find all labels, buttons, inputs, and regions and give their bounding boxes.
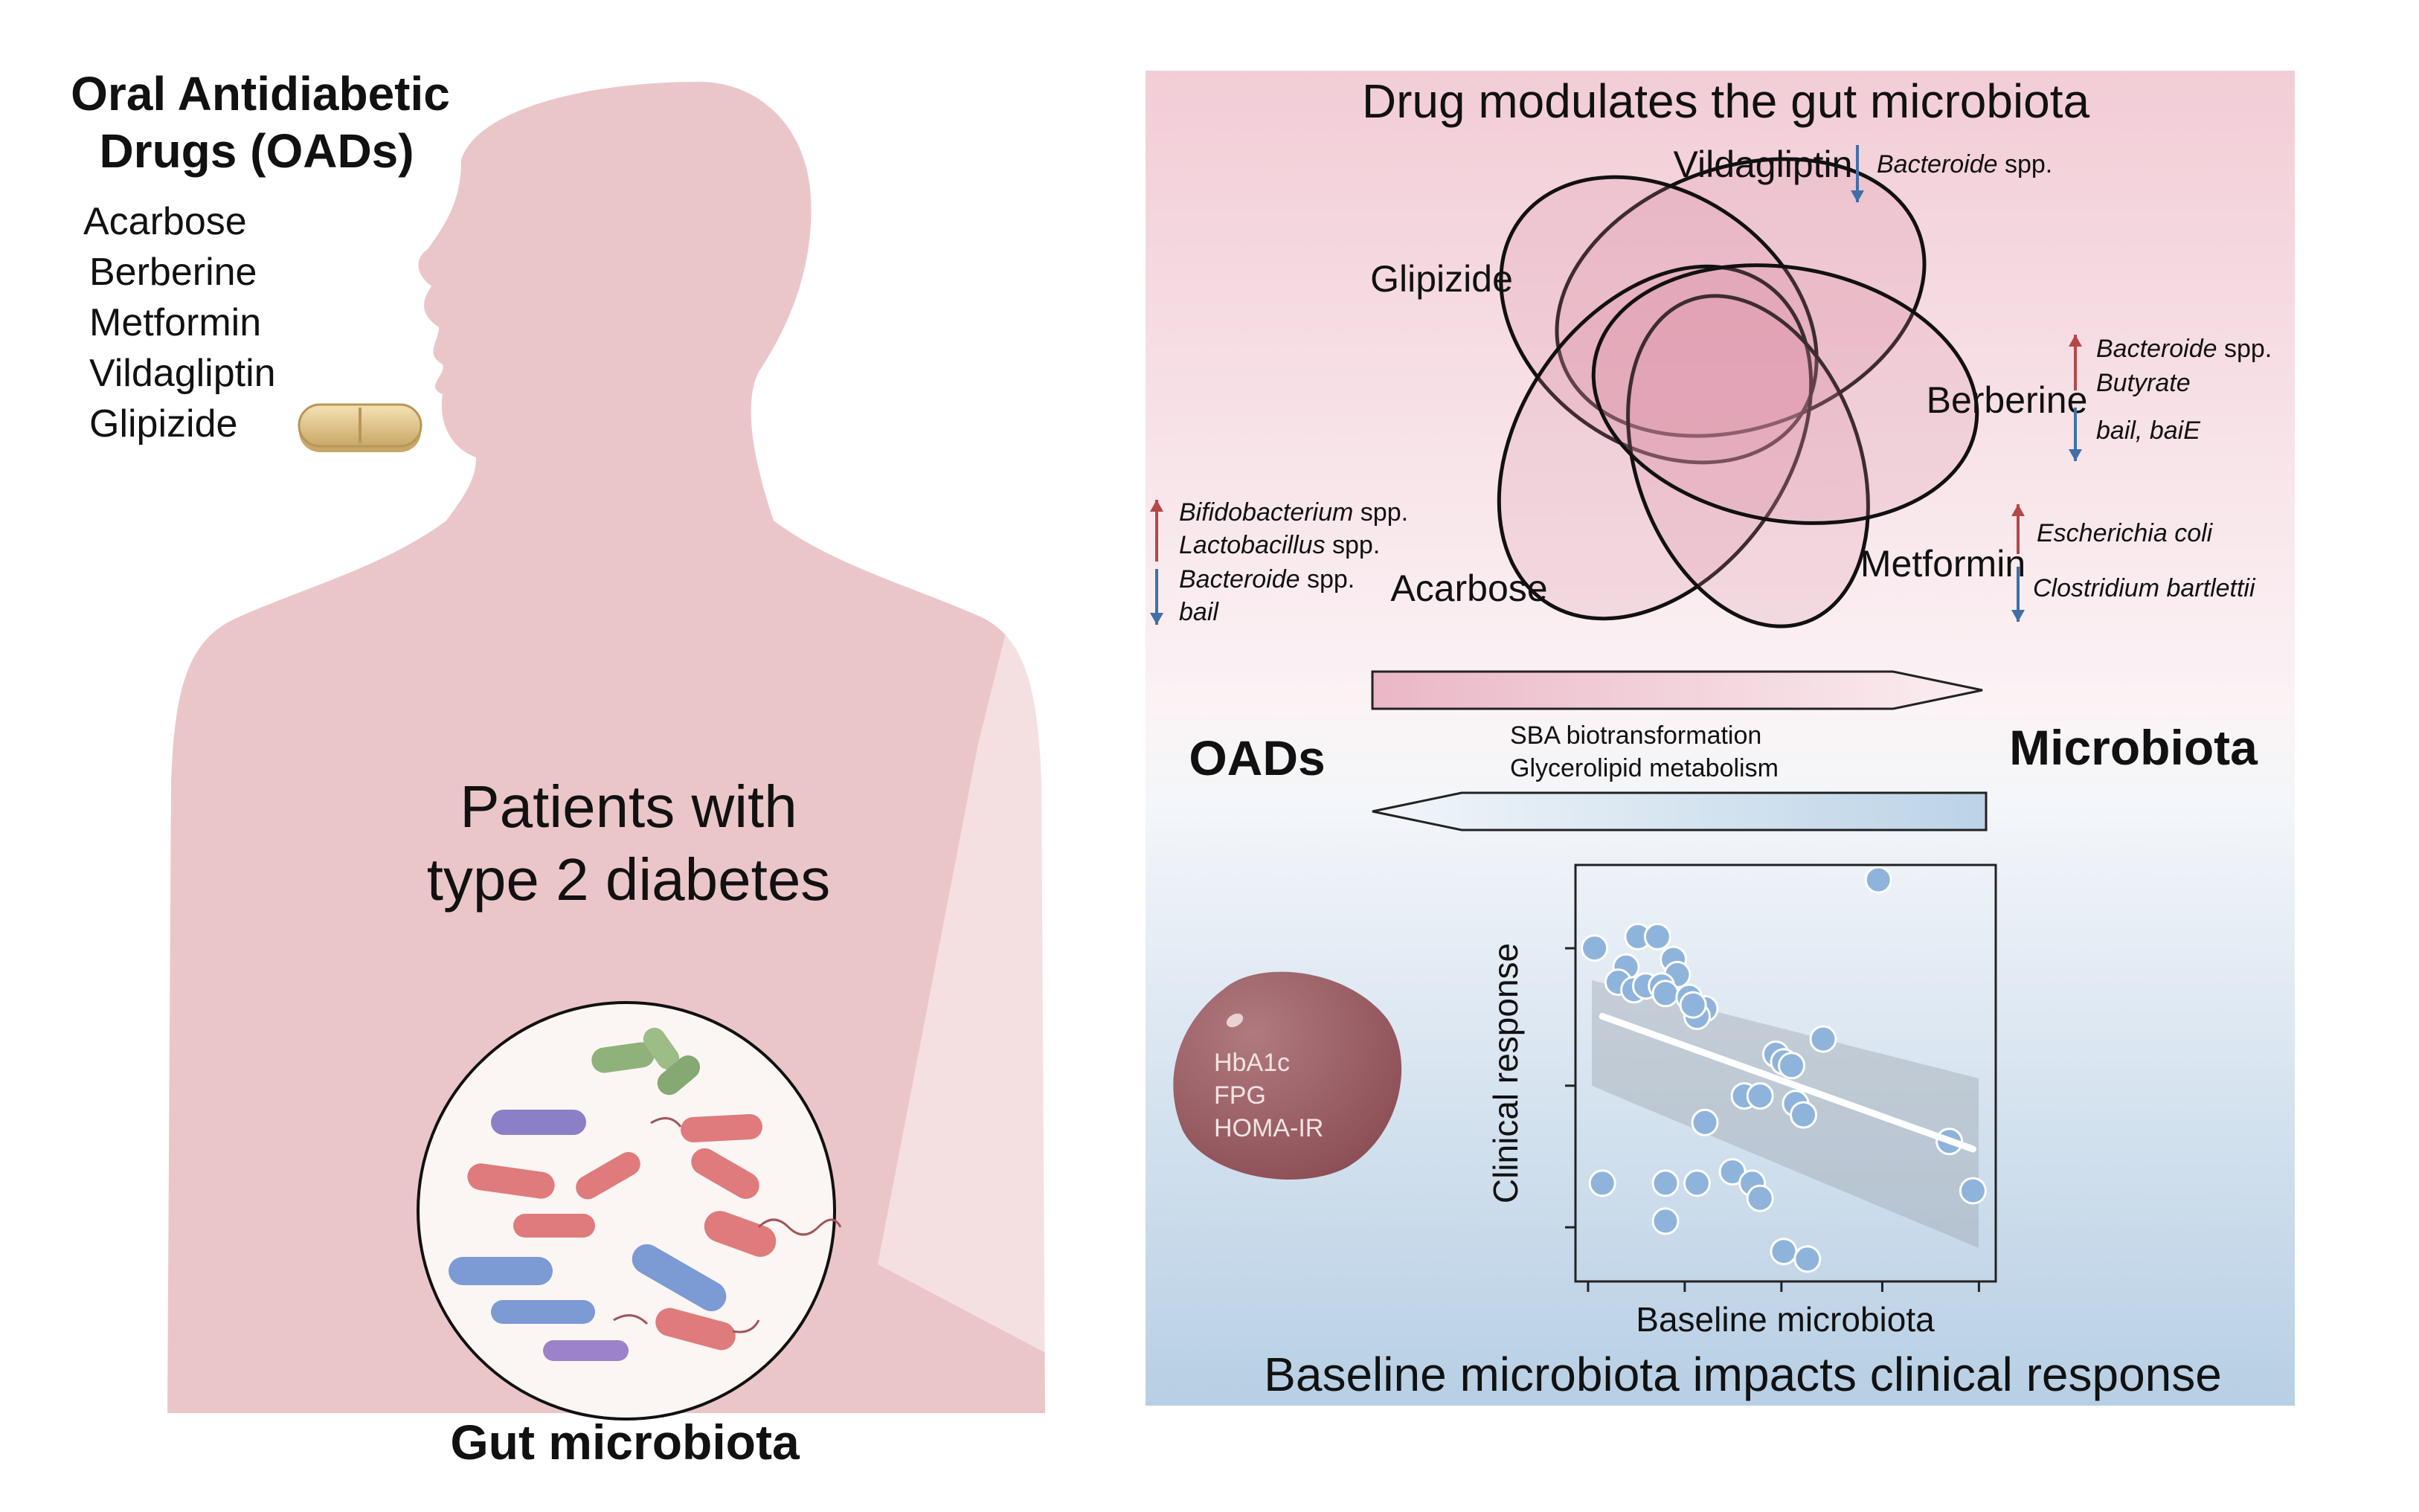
data-point (1864, 866, 1892, 894)
up-arrow-icon (2069, 335, 2082, 390)
reverse-arrow (1372, 791, 1988, 831)
oads-label: OADs (1189, 730, 1325, 785)
metric-fpg: FPG (1214, 1081, 1266, 1110)
glipizide-label: Glipizide (1370, 258, 1513, 300)
vildagliptin-label: Vildagliptin (1674, 144, 1853, 185)
down-arrow-icon (1851, 145, 1864, 202)
venn-diagram (1497, 157, 1979, 628)
drug-list-item: Metformin (89, 301, 261, 344)
data-point (1691, 1108, 1719, 1136)
effect-text: Bacteroide spp. (1179, 565, 1355, 593)
data-point (1793, 1245, 1822, 1273)
metric-homa-ir: HOMA-IR (1214, 1114, 1323, 1142)
metformin-label: Metformin (1860, 543, 2026, 585)
data-point (1581, 934, 1609, 962)
data-point (1746, 1082, 1774, 1110)
berberine-label: Berberine (1927, 379, 2088, 421)
data-point (1770, 1238, 1798, 1266)
drug-list-item: Glipizide (89, 402, 237, 445)
effect-text: bail (1179, 598, 1219, 626)
human-silhouette (167, 82, 1045, 1413)
top-title: Drug modulates the gut microbiota (1362, 74, 2090, 128)
effect-text: Bacteroide spp. (1877, 150, 2052, 178)
data-point (1959, 1177, 1987, 1205)
gut-label: Gut microbiota (450, 1415, 800, 1470)
down-arrow-icon (2069, 408, 2082, 461)
clinical-metrics-blob (1173, 971, 1402, 1180)
metric-hba1c: HbA1c (1214, 1049, 1290, 1077)
bottom-title: Baseline microbiota impacts clinical res… (1264, 1348, 2222, 1401)
drug-list-item: Berberine (89, 251, 257, 294)
data-point (1809, 1025, 1837, 1053)
drug-list: AcarboseBerberineMetforminVildagliptinGl… (83, 200, 276, 445)
data-point (1588, 1169, 1616, 1197)
effect-text: Escherichia coli (2037, 519, 2214, 547)
blue-bacteria-icon (449, 1244, 727, 1324)
patients-line2: type 2 diabetes (427, 846, 831, 913)
down-arrow-icon (1150, 569, 1163, 625)
drug-list-item: Vildagliptin (89, 352, 276, 395)
oad-title-line2: Drugs (OADs) (99, 124, 414, 178)
trend-line (1599, 1013, 1976, 1153)
data-point (1679, 991, 1707, 1019)
effects-group: Bacteroide spp. Bacteroide spp. Butyrate ba… (1150, 145, 2272, 626)
red-bacteria-icon (467, 1114, 777, 1351)
pathway-1: SBA biotransformation (1510, 721, 1761, 750)
microbiota-label: Microbiota (2009, 720, 2258, 775)
data-point (1790, 1101, 1817, 1129)
data-point (1651, 1169, 1680, 1197)
data-point (1683, 1169, 1711, 1197)
effect-text: Bacteroide spp. (2096, 335, 2272, 363)
right-panel (1146, 71, 2295, 1406)
effect-text: bail, baiE (2096, 416, 2200, 445)
up-arrow-icon (2011, 504, 2025, 554)
effect-text: Clostridium bartlettii (2033, 574, 2256, 602)
y-axis-label: Clinical response (1486, 943, 1525, 1203)
oad-title-line1: Oral Antidiabetic (71, 67, 450, 120)
pill-icon (298, 403, 423, 452)
effect-text: Lactobacillus spp. (1179, 531, 1380, 559)
data-point (1778, 1052, 1806, 1080)
data-point (1746, 1184, 1774, 1212)
down-arrow-icon (2011, 567, 2025, 622)
scatter-chart (1565, 863, 1997, 1292)
forward-arrow (1371, 670, 1983, 710)
data-point (1643, 922, 1671, 950)
green-bacteria-icon (591, 1027, 701, 1096)
plot-frame (1574, 863, 1997, 1283)
x-axis-label: Baseline microbiota (1636, 1300, 1935, 1339)
data-point (1651, 1207, 1680, 1235)
pathway-2: Glycerolipid metabolism (1510, 754, 1779, 782)
up-arrow-icon (1150, 500, 1163, 562)
patients-line1: Patients with (460, 773, 797, 840)
gut-microbiota-circle (417, 1001, 842, 1421)
acarbose-label: Acarbose (1390, 567, 1547, 609)
effect-text: Butyrate (2096, 369, 2191, 397)
purple-bacteria-icon (491, 1110, 629, 1361)
data-point (1651, 979, 1680, 1008)
drug-list-item: Acarbose (83, 200, 247, 243)
effect-text: Bifidobacterium spp. (1179, 498, 1408, 527)
zoom-funnel (878, 71, 1146, 1406)
